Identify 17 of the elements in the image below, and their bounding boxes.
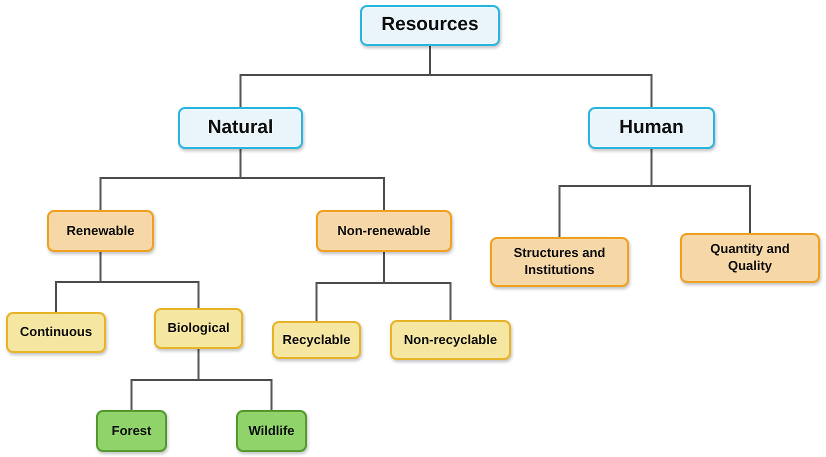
connector-line bbox=[429, 46, 652, 107]
category-box: Wildlife bbox=[236, 410, 307, 452]
category-box: Structures and Institutions bbox=[490, 237, 629, 287]
category-box: Non-recyclable bbox=[390, 320, 511, 360]
category-box: Continuous bbox=[6, 312, 106, 353]
category-box: Renewable bbox=[47, 210, 154, 252]
category-box: Forest bbox=[96, 410, 167, 452]
connector-line bbox=[240, 149, 385, 210]
category-box: Biological bbox=[154, 308, 243, 349]
connector-line bbox=[100, 252, 200, 308]
category-box: Human bbox=[588, 107, 715, 149]
category-box: Non-renewable bbox=[316, 210, 452, 252]
category-box: Resources bbox=[360, 5, 500, 46]
category-box: Recyclable bbox=[272, 321, 361, 359]
connector-line bbox=[650, 149, 751, 233]
category-box: Natural bbox=[178, 107, 303, 149]
category-box: Quantity and Quality bbox=[680, 233, 820, 283]
